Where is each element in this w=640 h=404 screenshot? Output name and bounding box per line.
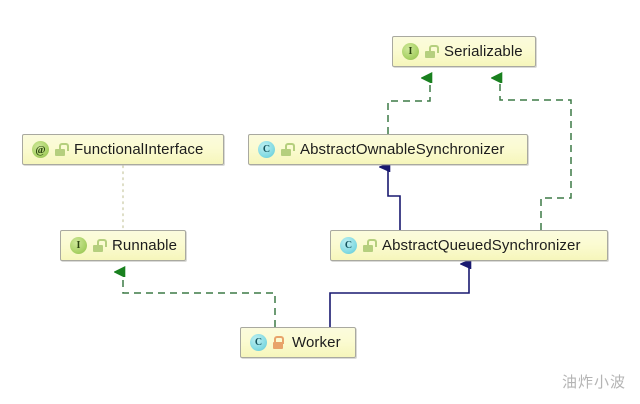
watermark-text: 油炸小波: [561, 373, 626, 391]
class-icon: C: [340, 237, 357, 254]
unlock-public-icon: [280, 143, 295, 156]
node-label: AbstractQueuedSynchronizer: [382, 237, 581, 254]
unlock-public-icon: [92, 239, 107, 252]
edge-worker-extends-aqs: [329, 264, 469, 327]
unlock-public-icon: [424, 45, 439, 58]
node-label: Serializable: [444, 43, 523, 60]
node-label: Runnable: [112, 237, 178, 254]
class-icon: C: [258, 141, 275, 158]
node-abstract-queued-synchronizer[interactable]: C AbstractQueuedSynchronizer: [330, 230, 608, 261]
node-serializable[interactable]: I Serializable: [392, 36, 536, 67]
node-label: AbstractOwnableSynchronizer: [300, 141, 505, 158]
edge-aos-implements-serializable: [387, 78, 430, 134]
node-worker[interactable]: C Worker: [240, 327, 356, 358]
unlock-public-icon: [362, 239, 377, 252]
node-functional-interface[interactable]: @ FunctionalInterface: [22, 134, 224, 165]
node-label: Worker: [292, 334, 341, 351]
lock-private-icon: [272, 336, 284, 349]
node-label: FunctionalInterface: [74, 141, 204, 158]
node-runnable[interactable]: I Runnable: [60, 230, 186, 261]
node-abstract-ownable-synchronizer[interactable]: C AbstractOwnableSynchronizer: [248, 134, 528, 165]
edge-worker-implements-runnable: [123, 272, 276, 327]
edge-aqs-extends-aos: [388, 167, 401, 230]
annotation-icon: @: [32, 141, 49, 158]
interface-icon: I: [402, 43, 419, 60]
interface-icon: I: [70, 237, 87, 254]
edge-aqs-implements-serializable: [500, 78, 572, 230]
unlock-public-icon: [54, 143, 69, 156]
class-icon: C: [250, 334, 267, 351]
